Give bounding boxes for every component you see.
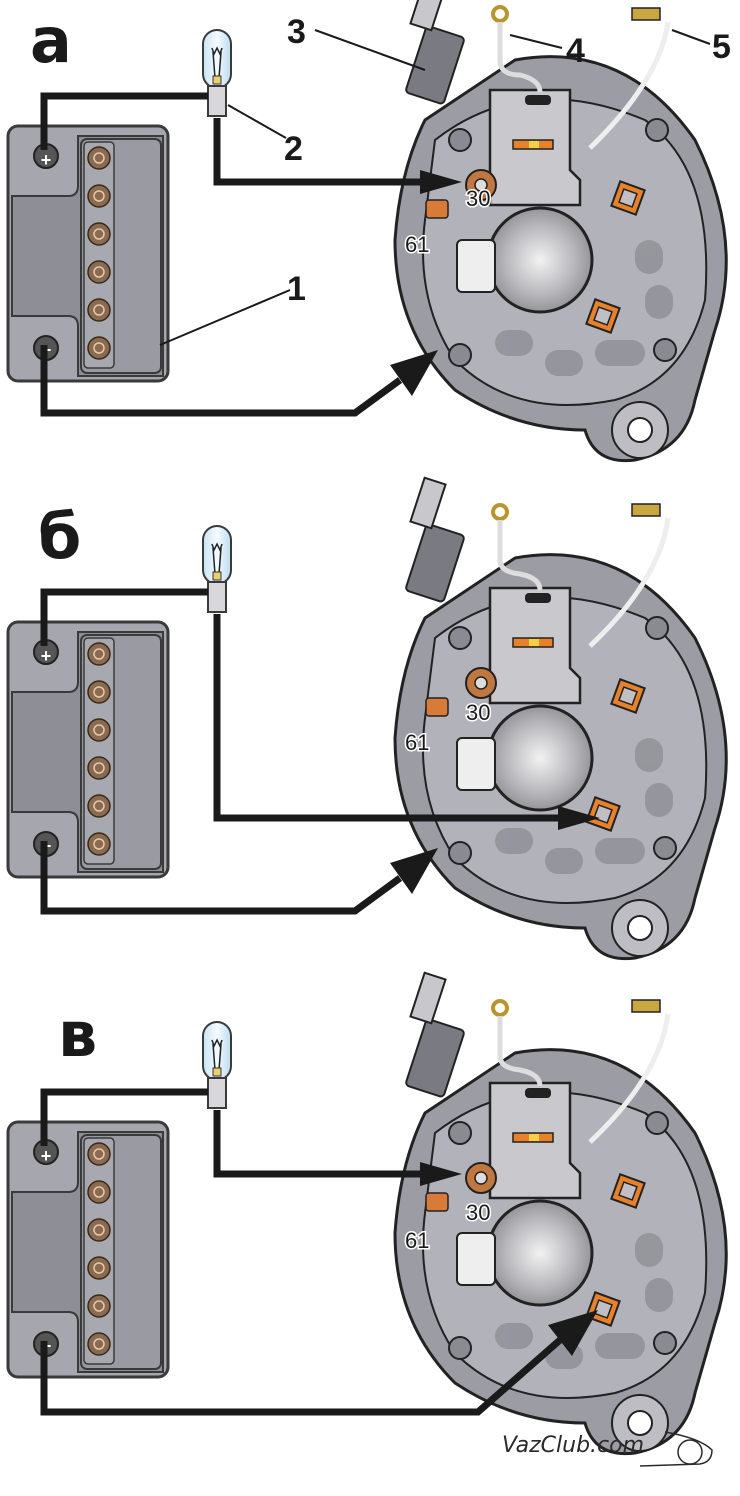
panel-b: б + − 30 61 — [6, 476, 728, 961]
wire-4 — [497, 1016, 543, 1087]
wire-4 — [497, 520, 543, 591]
wire-battery-plus-to-lamp — [40, 92, 208, 150]
wire-5 — [588, 21, 671, 150]
terminal-30-label: 30 — [466, 700, 490, 725]
alternator-icon — [393, 971, 728, 1456]
battery-icon — [6, 124, 170, 383]
callout-5: 5 — [712, 28, 731, 66]
callout-3-leader — [314, 29, 426, 71]
alternator-icon — [393, 0, 728, 463]
panel-label-a: а — [30, 4, 72, 77]
car-logo-icon — [639, 1431, 713, 1467]
callout-1-leader — [159, 289, 291, 346]
arrow-icon — [548, 1310, 598, 1356]
panel-a: а + − 3 2 1 4 5 30 61 — [6, 0, 731, 463]
battery-plus-symbol: + — [41, 150, 52, 170]
flat-terminal-icon — [631, 999, 661, 1013]
wire-battery-plus-to-lamp — [40, 588, 208, 646]
battery-icon — [6, 1120, 170, 1379]
alternator-icon — [393, 476, 728, 961]
panel-v: в + − 30 61 — [6, 971, 728, 1456]
watermark-text: VazClub.com — [502, 1433, 644, 1458]
flat-terminal-icon — [631, 7, 661, 21]
callout-3: 3 — [287, 13, 306, 51]
wire-lamp-to-terminal — [213, 118, 420, 186]
callout-1: 1 — [287, 270, 306, 308]
callout-5-leader — [671, 29, 711, 45]
arrow-icon — [420, 170, 462, 194]
battery-plus-symbol: + — [41, 1146, 52, 1166]
terminal-61-label: 61 — [405, 730, 429, 755]
ring-terminal-icon — [491, 503, 509, 521]
terminal-30-label: 30 — [466, 186, 490, 211]
terminal-30-label: 30 — [466, 1200, 490, 1225]
flat-terminal-icon — [631, 503, 661, 517]
arrow-icon — [420, 1162, 462, 1186]
terminal-61-label: 61 — [405, 232, 429, 257]
arrow-icon — [558, 806, 600, 830]
wire-battery-plus-to-lamp — [40, 1088, 208, 1146]
callout-2: 2 — [284, 130, 303, 168]
callout-4-leader — [509, 34, 563, 49]
terminal-61-label: 61 — [405, 1228, 429, 1253]
wire-battery-minus-to-ground — [40, 841, 403, 915]
panel-label-b: б — [38, 500, 81, 573]
wire-5 — [588, 1013, 671, 1144]
wire-lamp-to-diode-terminal — [213, 614, 560, 822]
panel-label-v: в — [58, 998, 97, 1071]
battery-icon — [6, 620, 170, 879]
test-lamp-icon — [202, 525, 232, 613]
arrow-icon — [390, 350, 438, 396]
wire-battery-minus-to-diode — [40, 1337, 563, 1416]
wire-lamp-to-terminal-30 — [213, 1110, 420, 1178]
wire-5 — [588, 517, 671, 648]
callout-4: 4 — [566, 32, 585, 70]
arrow-icon — [390, 848, 438, 894]
ring-terminal-icon — [491, 5, 509, 23]
battery-plus-symbol: + — [41, 646, 52, 666]
callout-2-leader — [227, 104, 287, 139]
ring-terminal-icon — [491, 999, 509, 1017]
wire-battery-minus-to-ground — [40, 345, 403, 417]
wire-4 — [497, 22, 543, 93]
test-lamp-icon — [202, 29, 232, 117]
